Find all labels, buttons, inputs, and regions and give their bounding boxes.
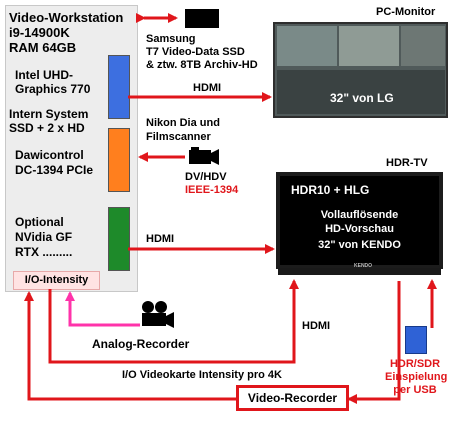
io-card-label: I/O Videokarte Intensity pro 4K [122, 369, 282, 381]
monitor-timeline [277, 70, 445, 114]
monitor-thumb-1 [277, 26, 337, 66]
hdr-tv-screen: HDR10 + HLG Vollauflösende HD-Vorschau 3… [276, 172, 443, 269]
ssd-label-3: & ztw. 8TB Archiv-HD [146, 59, 258, 71]
workstation-title: Video-Workstation [9, 10, 124, 25]
video-recorder-arrow [24, 291, 236, 401]
io-intensity-box: I/O-Intensity [13, 271, 100, 290]
opt-label-3: RTX ......... [15, 245, 73, 259]
gpu-label-1: Intel UHD- [15, 68, 73, 82]
pc-monitor-caption: 32" von LG [330, 91, 394, 105]
nikon-label-2: Filmscanner [146, 131, 211, 143]
opt-label-2: NVidia GF [15, 230, 73, 244]
video-recorder-box: Video-Recorder [236, 385, 349, 411]
usb-stick-icon [405, 326, 427, 354]
pc-monitor-title: PC-Monitor [376, 6, 436, 18]
analog-arrow [65, 291, 140, 327]
hdmi-label-monitor: HDMI [193, 82, 222, 94]
ssd-device-icon [185, 9, 219, 28]
ieee-label: IEEE-1394 [185, 184, 239, 196]
monitor-thumb-2 [339, 26, 399, 66]
usb-label-2: Einspielung [385, 371, 448, 383]
gpu-label-2: Graphics 770 [15, 82, 91, 96]
dv-label: DV/HDV [185, 171, 227, 183]
hdmi-return-line [48, 279, 299, 364]
ssd-label-1: Samsung [146, 33, 196, 45]
tv-line-2: HD-Vorschau [325, 223, 394, 235]
tv-line-1: Vollauflösende [320, 209, 399, 221]
usb-label-3: per USB [393, 384, 437, 396]
dv-camera-icon [189, 147, 219, 165]
hdmi-label-tv: HDMI [146, 233, 175, 245]
pc-monitor-screen: 32" von LG [273, 22, 448, 118]
usb-label-1: HDR/SDR [389, 358, 441, 370]
firewire-card-slot [108, 128, 130, 192]
ssd-label-2: T7 Video-Data SSD [146, 46, 245, 58]
storage-label-1: Intern System [9, 107, 89, 121]
optional-gpu-slot [108, 207, 130, 271]
analog-camera-icon [142, 301, 174, 328]
tv-line-3: 32" von KENDO [318, 239, 401, 251]
tv-to-recorder-line [347, 281, 401, 404]
workstation-cpu: i9-14900K [9, 25, 70, 40]
analog-recorder-label: Analog-Recorder [92, 337, 190, 351]
card-label-1: Dawicontrol [15, 148, 84, 162]
hdmi-label-return: HDMI [302, 320, 331, 332]
tv-hdr-label: HDR10 + HLG [291, 183, 370, 197]
tv-brand-logo: KENDO [354, 263, 373, 269]
gpu-slot [108, 55, 130, 119]
nikon-label-1: Nikon Dia und [146, 117, 220, 129]
monitor-thumb-3 [401, 26, 445, 66]
hdr-tv-title: HDR-TV [386, 157, 428, 169]
tv-bezel-bottom [278, 268, 441, 275]
storage-label-2: SSD + 2 x HD [9, 121, 85, 135]
card-label-2: DC-1394 PCIe [15, 163, 94, 177]
workstation-ram: RAM 64GB [9, 40, 77, 55]
opt-label-1: Optional [15, 215, 64, 229]
